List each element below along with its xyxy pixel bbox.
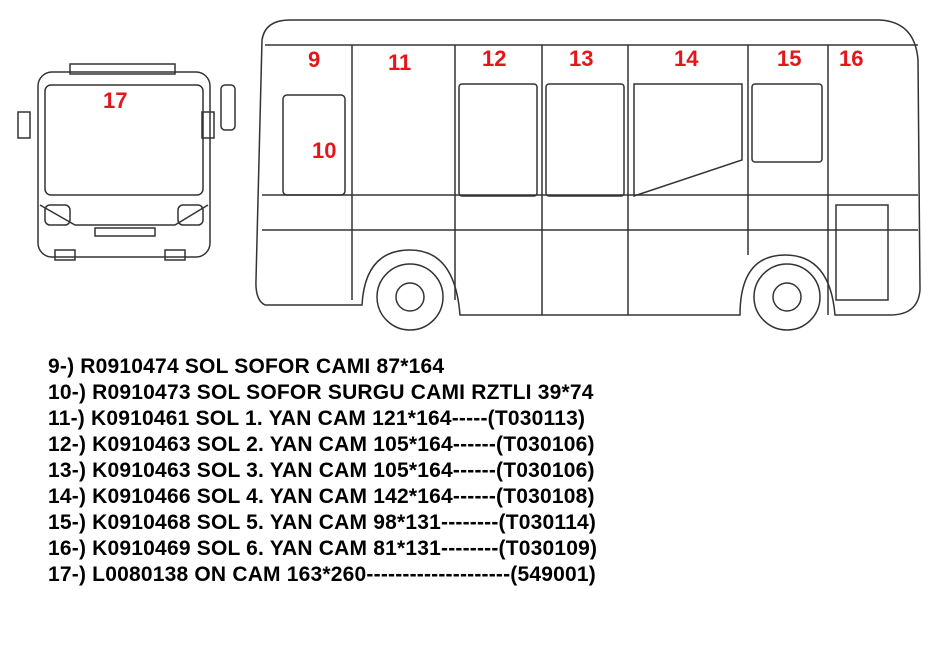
part-line: 10-) R0910473 SOL SOFOR SURGU CAMI RZTLI… bbox=[48, 381, 594, 404]
label-12: 12 bbox=[482, 46, 507, 71]
parts-list: 9-) R0910474 SOL SOFOR CAMI 87*164 10-) … bbox=[48, 354, 597, 588]
part-line: 16-) K0910469 SOL 6. YAN CAM 81*131-----… bbox=[48, 537, 598, 560]
label-14: 14 bbox=[674, 46, 699, 71]
part-line: 17-) L0080138 ON CAM 163*260------------… bbox=[48, 563, 596, 586]
part-line: 15-) K0910468 SOL 5. YAN CAM 98*131-----… bbox=[48, 511, 597, 534]
label-13: 13 bbox=[569, 46, 594, 71]
part-line: 13-) K0910463 SOL 3. YAN CAM 105*164----… bbox=[48, 459, 595, 482]
part-line: 9-) R0910474 SOL SOFOR CAMI 87*164 bbox=[48, 355, 445, 378]
label-10: 10 bbox=[312, 138, 337, 163]
part-line: 11-) K0910461 SOL 1. YAN CAM 121*164----… bbox=[48, 407, 586, 430]
bus-drawing bbox=[17, 19, 921, 331]
part-line: 14-) K0910466 SOL 4. YAN CAM 142*164----… bbox=[48, 485, 595, 508]
part-line: 12-) K0910463 SOL 2. YAN CAM 105*164----… bbox=[48, 433, 595, 456]
label-9: 9 bbox=[308, 47, 321, 72]
bus-front-view bbox=[17, 63, 215, 261]
label-16: 16 bbox=[839, 46, 864, 71]
label-11: 11 bbox=[388, 50, 412, 75]
label-17: 17 bbox=[103, 88, 128, 113]
label-15: 15 bbox=[777, 46, 802, 71]
bus-side-view bbox=[220, 19, 921, 331]
